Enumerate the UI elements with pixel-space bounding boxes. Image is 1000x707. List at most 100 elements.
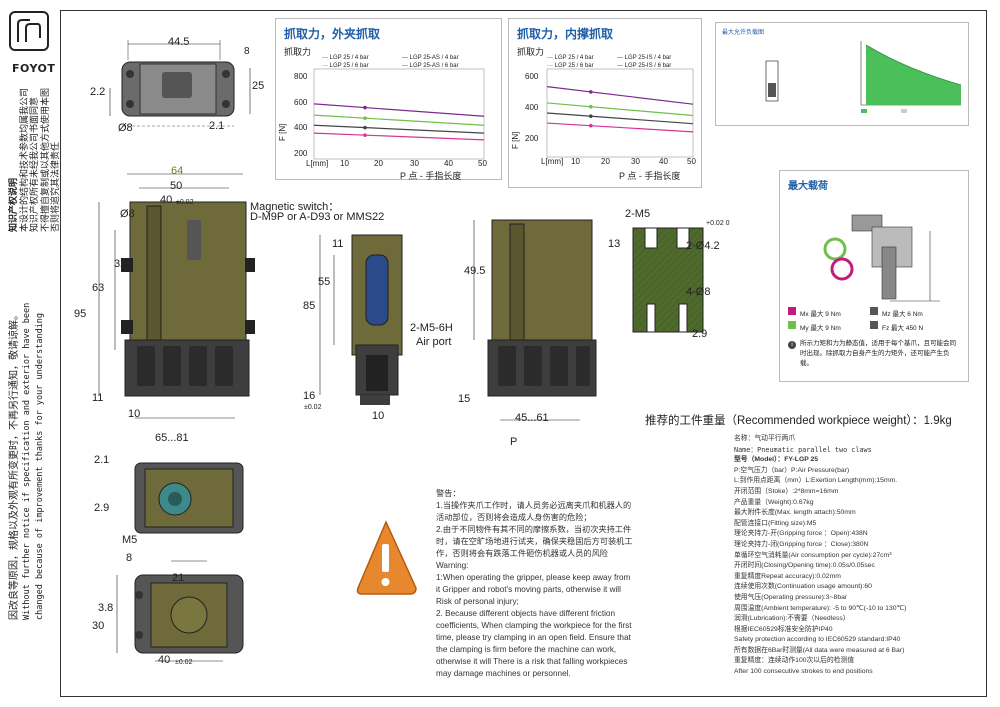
- series-line-1: [546, 102, 694, 117]
- chart-inner-legend-0: — LGP 25 / 4 bar: [547, 55, 594, 61]
- dim-top-2-1: 2.1: [209, 120, 225, 132]
- dim-front-50: 50: [170, 180, 183, 192]
- dim-right-45-61: 45...61: [515, 412, 549, 424]
- ip-notice-line: 知识产权说明: [8, 177, 18, 232]
- chart-inner-panel: 抓取力，内撑抓取 抓取力 600 400 200 F [N] L[mm] 10 …: [508, 18, 702, 188]
- chart-inner-xtick: 10: [571, 157, 580, 166]
- spec-item: 理论夹持力-闭(Gripping force ：Close):380N: [734, 540, 869, 548]
- allowed-load-diagram: [765, 41, 962, 113]
- brand-name: FOYOT: [12, 62, 56, 75]
- ip-notice: 知识产权说明 本设计的结构和技术参数均属我公司 知识产权所有未经我公司书面同意 …: [8, 88, 61, 232]
- chart-outer-xlabel: P 点 - 手指长度: [400, 171, 462, 181]
- spec-item: 重复精度：连续动作100次以后的检测值: [734, 657, 855, 665]
- dim-side-11: 11: [332, 238, 344, 250]
- magnetic-switch-models: D-M9P or A-D93 or MMS22: [250, 211, 385, 223]
- dim-front-64: 64: [171, 165, 184, 177]
- dim-bot-m5: M5: [122, 534, 138, 546]
- series-line-2: [313, 124, 485, 134]
- series-line-3: [546, 86, 694, 105]
- chart-outer-yunit: F [N]: [278, 123, 287, 141]
- series-point-3: [363, 105, 367, 110]
- series-line-2: [546, 112, 694, 125]
- series-point-2: [589, 114, 593, 119]
- chart-inner-xlabel: P 点 - 手指长度: [619, 171, 681, 181]
- chart-inner-ytick: 400: [525, 103, 539, 112]
- spec-item: After 100 consecutive strokes to end pos…: [734, 668, 873, 676]
- dim-sec-4-8: 4-Ø8: [686, 286, 711, 298]
- chart-outer-legend-2: — LGP 25-AS / 4 bar: [402, 55, 459, 61]
- chart-outer-ytick: 800: [294, 72, 308, 81]
- front-view-drawing: [98, 173, 255, 419]
- improvement-cn: 因改良等原因，规格以及外观有所变更时，不再另行通知，敬请谅解。: [9, 310, 20, 620]
- load-my: My 最大 9 Nm: [800, 325, 841, 332]
- spec-item: 开闭时间(Closing/Opening time):0.05s/0.05sec: [734, 562, 875, 570]
- warning-cn-2: 2.由于不同物件有其不同的摩擦系数，当初次夹持工件时，请在空旷场地进行试夹，确保…: [436, 525, 633, 558]
- spec-item: 名称：气动平行两爪: [734, 435, 796, 442]
- chart-inner-legend-1: — LGP 25 / 6 bar: [547, 63, 594, 69]
- chart-outer-ylabel: 抓取力: [284, 47, 312, 57]
- chart-inner-xtick: 40: [659, 157, 668, 166]
- dim-bot-8: 8: [126, 552, 133, 564]
- warning-heading: 警告：: [436, 489, 461, 498]
- spec-item: 最大附件长度(Max. length attach):50mm: [734, 509, 856, 517]
- chart-outer-xtick: 50: [478, 159, 487, 168]
- dim-right-15: 15: [458, 393, 471, 405]
- dim-sec-tol: +0.02 0: [706, 220, 730, 227]
- magnetic-switch-label: Magnetic switch：: [250, 201, 340, 213]
- section-view-drawing: [632, 227, 704, 333]
- dim-top-44-5: 44.5: [168, 36, 190, 48]
- series-point-2: [363, 125, 367, 130]
- warning-block: 警告： 1.当操作夹爪工作时，请人员务必远离夹爪和机器人的活动部位，否则将会造成…: [436, 488, 636, 680]
- chart-inner-xtick: 30: [631, 157, 640, 166]
- chart-outer-xtick: 20: [374, 159, 383, 168]
- dim-side-85: 85: [303, 300, 316, 312]
- dim-front-40: 40: [160, 194, 173, 206]
- dim-bot-3-8: 3.8: [98, 602, 114, 614]
- chart-inner-ylabel: 抓取力: [517, 47, 545, 57]
- air-port-thread: 2-M5-6H: [410, 322, 453, 334]
- chart-inner-legend-2: — LGP 25-IS / 4 bar: [617, 55, 672, 61]
- chart-inner-xunit: L[mm]: [541, 157, 564, 166]
- dim-side-55: 55: [318, 276, 331, 288]
- chart-outer-xtick: 30: [410, 159, 419, 168]
- dim-bot-2-9: 2.9: [94, 502, 110, 514]
- chart-inner-ytick: 200: [525, 134, 539, 143]
- chart-outer-ytick: 400: [294, 123, 308, 132]
- chart-outer-xtick: 10: [340, 159, 349, 168]
- dim-right-p: P: [510, 436, 518, 448]
- spec-item: 所有数据在6Bar时测量(All data were measured at 6…: [734, 646, 905, 654]
- spec-item: 重复精度Repeat accuracy):0.02mm: [734, 572, 841, 580]
- chart-outer-xtick: 40: [444, 159, 453, 168]
- improvement-en-1: Without further notice if specification …: [22, 302, 32, 620]
- dim-front-10: 10: [128, 408, 141, 420]
- dim-front-95: 95: [74, 308, 87, 320]
- foyot-logo-icon: [9, 11, 49, 51]
- spec-item: 配管连接口(Fitting size):M5: [734, 519, 817, 527]
- chart-outer-legend-3: — LGP 25-AS / 6 bar: [402, 63, 459, 69]
- spec-list: 名称：气动平行两爪 Name：Pneumatic parallel two cl…: [734, 434, 906, 678]
- spec-item: 理论夹持力-开(Gripping force ：Open):438N: [734, 530, 868, 538]
- chart-frame: [313, 68, 485, 160]
- dim-top-25: 25: [252, 80, 265, 92]
- series-line-0: [546, 122, 694, 133]
- chart-outer-legend-1: — LGP 25 / 6 bar: [322, 63, 369, 69]
- spec-item: 使用气压(Operating pressure):3~8bar: [734, 593, 848, 601]
- allowed-load-title: 最大允许负载图: [722, 30, 765, 36]
- ip-notice-line: 知识产权所有未经我公司书面同意: [29, 96, 39, 232]
- series-line-1: [313, 114, 485, 126]
- chart-inner-xtick: 50: [687, 157, 696, 166]
- recommended-weight: 推荐的工件重量（Recommended workpiece weight）：1.…: [645, 415, 952, 427]
- dim-side-10: 10: [372, 410, 385, 422]
- bottom-views-drawing: [116, 462, 244, 662]
- improvement-en-2: changed because of improvement thanks fo…: [35, 312, 45, 620]
- max-load-diagram: [788, 214, 940, 329]
- spec-item: 周围温度(Ambient temperature): -5 to 90℃(-10…: [734, 604, 907, 612]
- dim-bot-30: 30: [92, 620, 105, 632]
- info-icon: i: [788, 341, 796, 349]
- series-point-0: [589, 123, 593, 128]
- top-view-drawing: [109, 40, 251, 127]
- chart-frame: [546, 68, 694, 158]
- chart-outer-panel: 抓取力，外夹抓取 抓取力 800 600 400 200 F [N] L[mm]…: [275, 18, 502, 181]
- ip-notice-line: 不得擅自复制或以其他方式使用本图: [39, 87, 50, 232]
- chart-outer-plot: [313, 68, 485, 160]
